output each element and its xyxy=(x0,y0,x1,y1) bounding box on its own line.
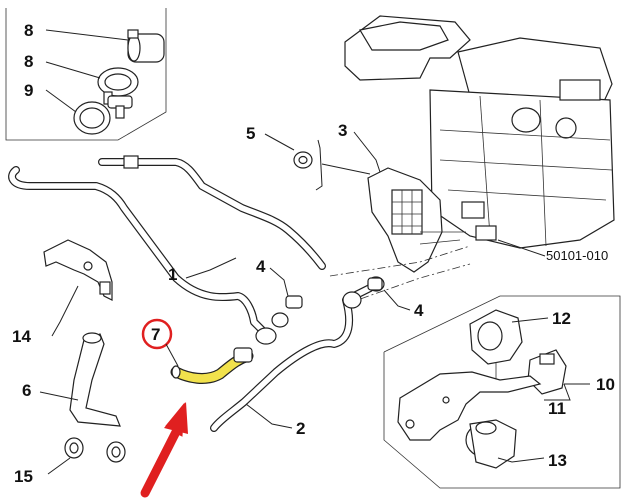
part-6-pipe[interactable] xyxy=(69,332,121,427)
callout-9: 9 xyxy=(24,81,33,100)
part-4-clamp-left[interactable] xyxy=(285,295,303,309)
part-3-plate[interactable] xyxy=(367,167,466,273)
part-14-bracket[interactable] xyxy=(43,239,113,301)
callout-12: 12 xyxy=(552,309,571,328)
callout-1: 1 xyxy=(168,265,177,284)
part-12-actuator[interactable] xyxy=(469,309,523,380)
part-9-connector[interactable] xyxy=(73,95,133,135)
inset-actuator-panel: 12 10 11 13 xyxy=(383,295,621,489)
part-7-hose-highlighted[interactable] xyxy=(170,347,254,384)
part-13-actuator[interactable] xyxy=(465,419,517,469)
callout-7: 7 xyxy=(151,325,160,344)
callout-8-top: 8 xyxy=(24,21,33,40)
callout-3: 3 xyxy=(338,121,347,140)
part-1-hose[interactable] xyxy=(8,155,326,345)
callout-14: 14 xyxy=(12,327,31,346)
diagram-reference-code: 50101-010 xyxy=(546,248,608,263)
part-15-grommets[interactable] xyxy=(64,437,126,463)
part-8-clamp-top[interactable] xyxy=(127,29,165,63)
callout-13: 13 xyxy=(548,451,567,470)
part-4-clamp-right[interactable] xyxy=(367,277,383,291)
part-5-grommet[interactable] xyxy=(293,151,313,169)
inset-clamps-panel: 8 8 9 xyxy=(5,8,167,141)
part-8-clamp-middle[interactable] xyxy=(97,67,139,105)
callout-11: 11 xyxy=(548,399,566,418)
callout-5: 5 xyxy=(246,124,255,143)
callout-10: 10 xyxy=(596,375,615,394)
heater-unit xyxy=(344,15,615,249)
callout-15: 15 xyxy=(14,467,33,486)
part-11-actuator[interactable] xyxy=(527,349,567,395)
callout-2: 2 xyxy=(296,419,305,438)
actuator-mounting-bracket[interactable] xyxy=(397,371,542,441)
callout-6: 6 xyxy=(22,381,31,400)
callout-7-red-ring xyxy=(141,318,173,350)
callout-4-right: 4 xyxy=(414,301,424,320)
callout-8-middle: 8 xyxy=(24,52,33,71)
red-pointer-arrow xyxy=(140,402,188,498)
callout-4-left: 4 xyxy=(256,257,266,276)
